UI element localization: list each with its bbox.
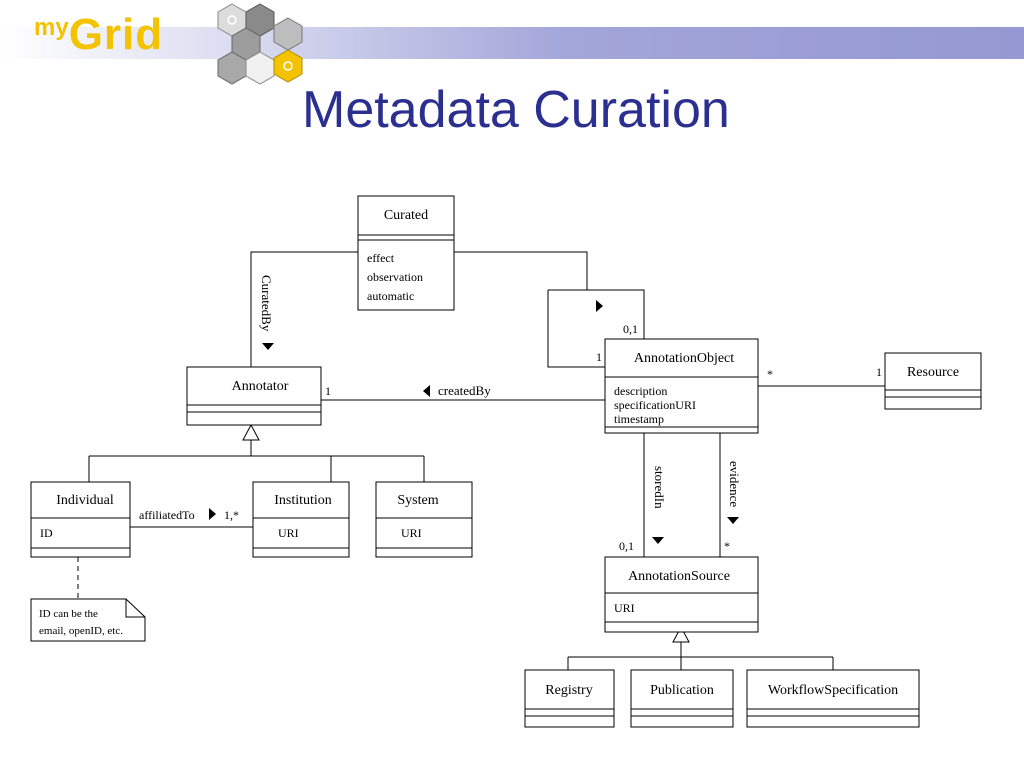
multiplicity-label: 1 [325,384,331,398]
multiplicity-label: * [724,539,730,553]
class-name: Publication [650,683,714,698]
class-attribute: ID [40,526,53,540]
note-id: ID can be the email, openID, etc. [30,598,146,642]
mygrid-logo: myGrid [34,10,163,60]
class-name: Curated [384,208,428,223]
class-attribute: observation [367,270,423,284]
multiplicity-label: * [767,367,773,381]
association-label-stored-in: storedIn [652,466,667,509]
self-loop-bottom-line [547,290,605,368]
logo-prefix: my [34,14,69,41]
association-label-evidence: evidence [727,461,742,507]
multiplicity-label: 0,1 [623,322,638,336]
class-publication: Publication [630,669,734,728]
class-name: Annotator [232,379,289,394]
class-attribute: specificationURI [614,398,696,412]
class-name: Individual [56,493,114,508]
multiplicity-label: 1 [876,365,882,379]
arrow-right-icon [209,508,216,520]
class-registry: Registry [524,669,615,728]
multiplicity-label: 1,* [224,508,239,522]
class-individual: Individual ID [30,481,131,558]
association-label-curated-by: CuratedBy [259,275,274,332]
arrow-right-icon [596,300,603,312]
class-annotator: Annotator [186,366,322,426]
connectors [77,251,885,670]
logo-name: Grid [68,10,164,59]
multiplicity-label: 1 [596,350,602,364]
class-institution: Institution URI [252,481,350,558]
arrow-down-icon [727,517,739,524]
class-attribute: timestamp [614,412,664,426]
class-name: Resource [907,365,959,380]
class-system: System URI [375,481,473,558]
class-attribute: URI [278,526,299,540]
generalization-arrow-icon [672,625,690,643]
page-title: Metadata Curation [302,81,730,139]
class-annotation-source: AnnotationSource URI [604,556,759,633]
arrow-down-icon [262,343,274,350]
class-attribute: effect [367,251,395,265]
curated-by-line [250,251,358,367]
note-text: ID can be the [39,608,98,620]
class-attribute: description [614,384,667,398]
class-attribute: URI [614,601,635,615]
generalization-arrow-icon [242,423,260,441]
class-name: WorkflowSpecification [768,683,898,698]
header-banner [0,27,1024,59]
class-resource: Resource [884,352,982,410]
arrow-down-icon [652,537,664,544]
class-attribute: URI [401,526,422,540]
curated-object-line [454,251,588,290]
class-annotation-object: AnnotationObject description specificati… [604,338,759,434]
class-curated: Curated effect observation automatic [357,195,455,311]
class-name: Institution [274,493,332,508]
logo-hexagon-icon [217,3,303,85]
class-attribute: automatic [367,289,414,303]
note-text: email, openID, etc. [39,625,123,637]
multiplicity-label: 0,1 [619,539,634,553]
self-loop-top-line [548,289,645,339]
class-name: Registry [545,683,592,698]
class-name: System [397,493,438,508]
arrow-left-icon [423,385,430,397]
association-label-created-by: createdBy [438,383,491,398]
class-workflow-specification: WorkflowSpecification [746,669,920,728]
class-name: AnnotationObject [634,351,734,366]
class-name: AnnotationSource [628,569,730,584]
association-label-affiliated-to: affiliatedTo [139,508,195,522]
